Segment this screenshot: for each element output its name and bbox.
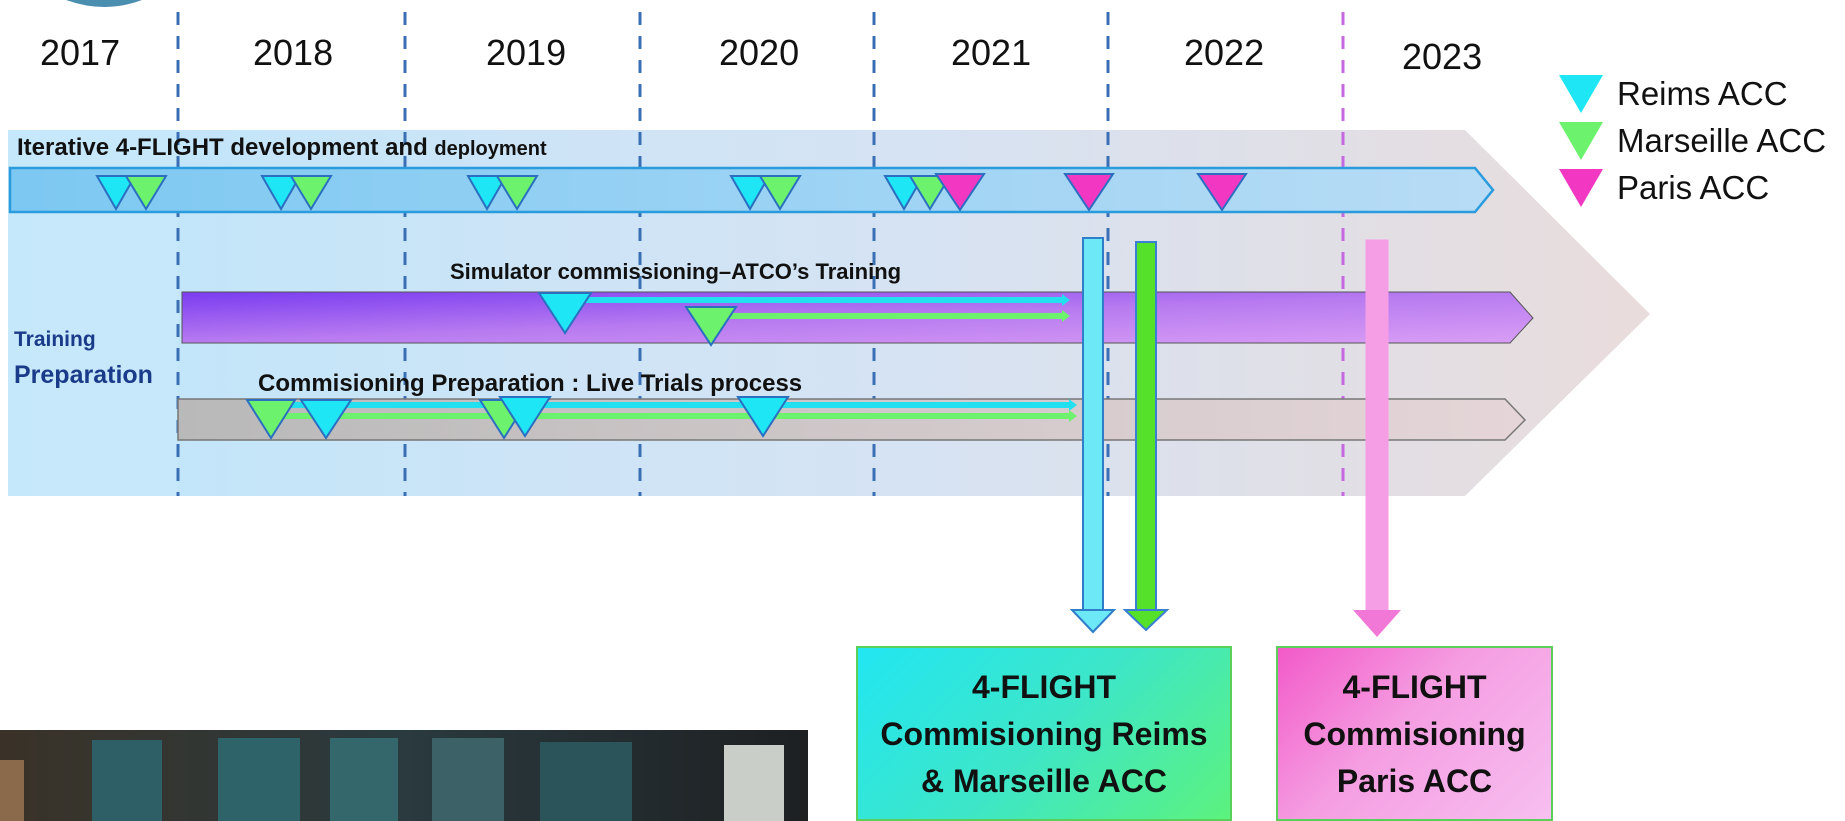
marseille-milestone	[124, 175, 168, 211]
year-label: 2018	[253, 32, 334, 73]
paris-milestone	[934, 173, 986, 212]
reims-milestone	[498, 396, 552, 438]
year-label: 2019	[486, 32, 567, 73]
legend-label: Paris ACC	[1617, 169, 1770, 206]
development-milestones	[95, 173, 1248, 212]
reims-milestone	[95, 175, 137, 212]
training-label: Training	[14, 328, 96, 351]
box-line: 4-FLIGHT	[972, 669, 1116, 705]
legend-item-reims: Reims ACC	[1557, 73, 1788, 115]
cyan-triangle-icon	[1559, 75, 1603, 113]
reims-milestone	[299, 399, 353, 440]
year-label: 2020	[719, 32, 800, 73]
marseille-milestone	[495, 175, 539, 211]
marseille-milestone	[684, 306, 738, 347]
paris-milestone	[1063, 173, 1115, 212]
reims-milestone	[729, 175, 771, 212]
simulator-row-label: Simulator commissioning–ATCO’s Training	[450, 259, 902, 284]
development-title: Iterative 4-FLIGHT development	[17, 134, 379, 161]
paris-milestone	[1196, 173, 1248, 212]
year-label: 2021	[951, 32, 1032, 73]
commissioning-box-paris: 4-FLIGHT Commisioning Paris ACC	[1276, 646, 1553, 821]
reims-milestone	[537, 292, 593, 335]
box-line: Paris ACC	[1336, 763, 1493, 799]
commissioning-row-label: Commisioning Preparation : Live Trials p…	[258, 370, 803, 397]
reims-milestone	[736, 396, 790, 438]
commissioning-box-reims-marseille: 4-FLIGHT Commisioning Reims & Marseille …	[856, 646, 1232, 821]
reims-milestone	[466, 175, 508, 212]
preparation-label: Preparation	[14, 361, 153, 389]
box-line: Commisioning Reims	[880, 716, 1208, 752]
control-room-photo	[0, 730, 808, 821]
development-suffix: deployment	[434, 138, 547, 160]
year-label: 2017	[40, 32, 121, 73]
magenta-triangle-icon	[1559, 169, 1603, 207]
reims-milestone	[883, 175, 925, 212]
marseille-milestone	[758, 175, 802, 211]
logo-circle	[66, 0, 142, 7]
reims-milestone	[260, 175, 302, 212]
simulator-milestones	[537, 292, 738, 347]
marseille-milestone	[289, 175, 333, 211]
legend-item-paris: Paris ACC	[1557, 167, 1769, 209]
green-triangle-icon	[1559, 122, 1603, 160]
marseille-down-arrow	[1122, 241, 1170, 632]
commissioning-progress-arrows	[280, 399, 1077, 422]
year-dividers	[176, 12, 1110, 496]
simulator-progress-arrows	[570, 294, 1070, 322]
marseille-milestone	[245, 399, 297, 440]
legend-label: Marseille ACC	[1617, 122, 1827, 159]
paris-down-arrow	[1353, 239, 1401, 637]
commissioning-milestones	[245, 396, 790, 440]
development-and: and	[385, 134, 428, 161]
legend-label: Reims ACC	[1617, 75, 1788, 112]
year-label: 2023	[1402, 36, 1483, 77]
legend-item-marseille: Marseille ACC	[1557, 120, 1826, 162]
box-line: 4-FLIGHT	[1342, 669, 1487, 705]
box-line: & Marseille ACC	[921, 763, 1167, 799]
marseille-milestone	[908, 175, 952, 211]
box-line: Commisioning	[1303, 716, 1526, 752]
development-row-label: Iterative 4-FLIGHT development and deplo…	[17, 134, 547, 162]
reims-down-arrow	[1069, 237, 1117, 634]
year-label: 2022	[1184, 32, 1265, 73]
